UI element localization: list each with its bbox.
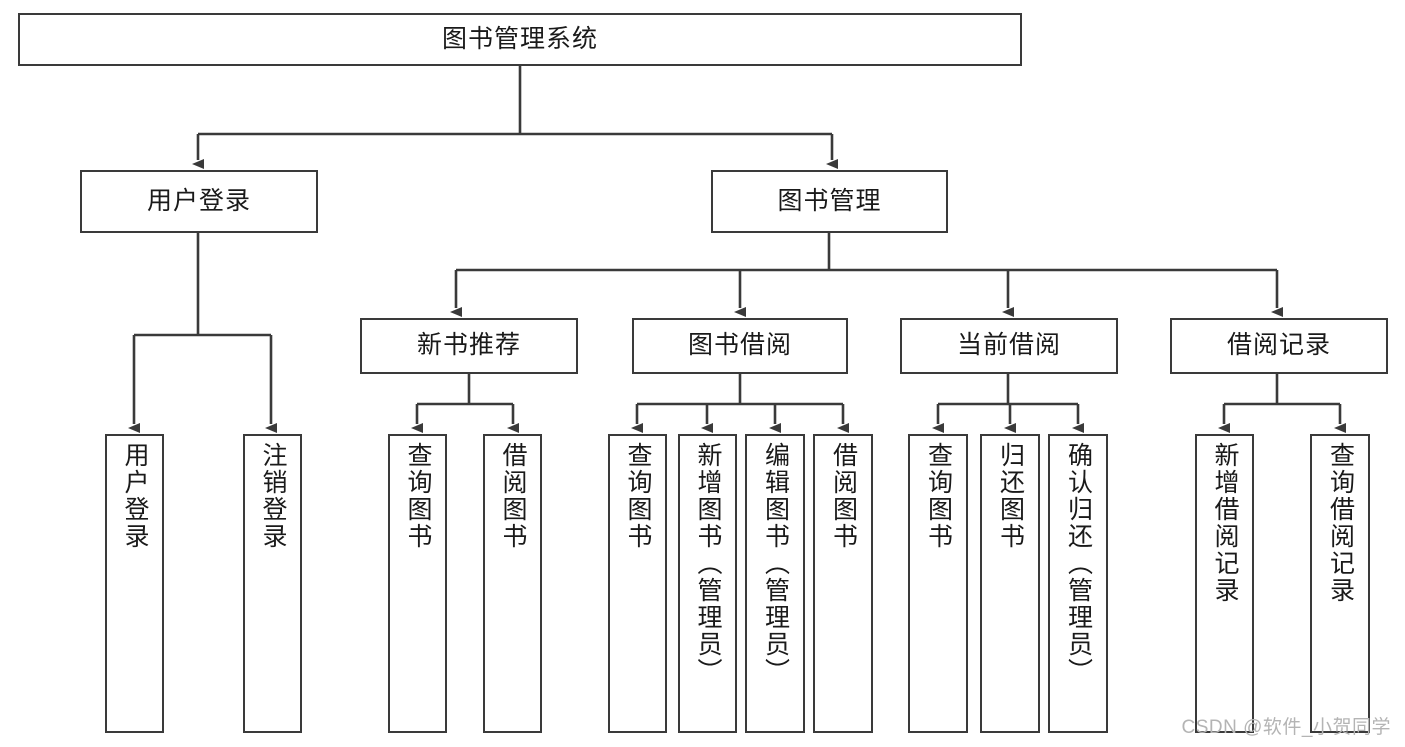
node-new-book-recommend-label: 新书推荐 [416, 331, 521, 360]
leaf-bb-borrow-book[interactable]: 借阅图书 [813, 434, 873, 733]
leaf-cb-confirm-return-label: 确认归还（管理员） [1064, 442, 1093, 685]
node-new-book-recommend[interactable]: 新书推荐 [360, 318, 578, 374]
node-root-label: 图书管理系统 [441, 24, 598, 53]
leaf-br-query-record-label: 查询借阅记录 [1326, 442, 1355, 604]
leaf-bb-edit-book-label: 编辑图书（管理员） [761, 442, 790, 685]
leaf-nb-borrow-book[interactable]: 借阅图书 [483, 434, 542, 733]
node-current-borrow[interactable]: 当前借阅 [900, 318, 1118, 374]
leaf-nb-borrow-book-label: 借阅图书 [499, 442, 527, 550]
node-user-login-label: 用户登录 [146, 186, 251, 215]
node-borrow-record[interactable]: 借阅记录 [1170, 318, 1388, 374]
node-current-borrow-label: 当前借阅 [956, 331, 1061, 360]
leaf-cb-confirm-return[interactable]: 确认归还（管理员） [1048, 434, 1108, 733]
leaf-cb-query-book-label: 查询图书 [924, 442, 953, 550]
node-book-borrow[interactable]: 图书借阅 [632, 318, 848, 374]
watermark: CSDN @软件_小贺同学 [1181, 717, 1391, 738]
leaf-bb-add-book[interactable]: 新增图书（管理员） [678, 434, 737, 733]
leaf-br-query-record[interactable]: 查询借阅记录 [1310, 434, 1370, 733]
leaf-br-add-record-label: 新增借阅记录 [1211, 442, 1239, 604]
node-book-borrow-label: 图书借阅 [687, 331, 792, 360]
leaf-logout-label: 注销登录 [259, 442, 287, 550]
leaf-user-login[interactable]: 用户登录 [105, 434, 164, 733]
leaf-bb-add-book-label: 新增图书（管理员） [694, 442, 722, 685]
leaf-cb-return-book-label: 归还图书 [996, 442, 1025, 550]
leaf-user-login-label: 用户登录 [121, 442, 149, 550]
leaf-bb-borrow-book-label: 借阅图书 [829, 442, 858, 550]
leaf-bb-query-book[interactable]: 查询图书 [608, 434, 667, 733]
leaf-bb-edit-book[interactable]: 编辑图书（管理员） [745, 434, 805, 733]
leaf-logout[interactable]: 注销登录 [243, 434, 302, 733]
leaf-cb-return-book[interactable]: 归还图书 [980, 434, 1040, 733]
leaf-nb-query-book[interactable]: 查询图书 [388, 434, 447, 733]
leaf-cb-query-book[interactable]: 查询图书 [908, 434, 968, 733]
node-user-login[interactable]: 用户登录 [80, 170, 318, 233]
node-root[interactable]: 图书管理系统 [18, 13, 1022, 66]
leaf-br-add-record[interactable]: 新增借阅记录 [1195, 434, 1254, 733]
node-book-manage-label: 图书管理 [777, 186, 882, 215]
node-borrow-record-label: 借阅记录 [1226, 331, 1331, 360]
leaf-bb-query-book-label: 查询图书 [624, 442, 652, 550]
leaf-nb-query-book-label: 查询图书 [404, 442, 432, 550]
node-book-manage[interactable]: 图书管理 [711, 170, 948, 233]
